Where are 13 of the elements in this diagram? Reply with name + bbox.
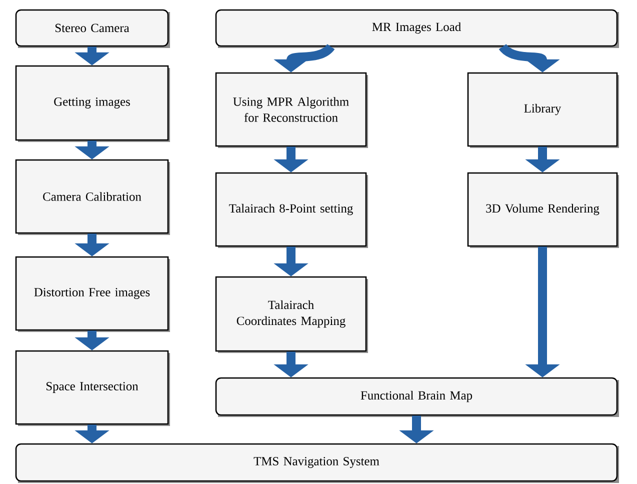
process-box: Talairach 8-Point setting xyxy=(215,172,368,248)
process-box: TMS Navigation System xyxy=(15,443,619,483)
process-box: MR Images Load xyxy=(215,9,619,48)
process-box: Getting images xyxy=(15,65,170,142)
process-box: Library xyxy=(467,72,619,148)
process-box: Stereo Camera xyxy=(15,9,170,48)
process-box: Distortion Free images xyxy=(15,256,170,332)
process-box: Using MPR Algorithm for Reconstruction xyxy=(215,72,368,148)
process-box: Space Intersection xyxy=(15,350,170,426)
process-box: Talairach Coordinates Mapping xyxy=(215,276,368,353)
process-box: Camera Calibration xyxy=(15,159,170,235)
process-box: 3D Volume Rendering xyxy=(467,172,619,248)
process-box: Functional Brain Map xyxy=(215,377,619,417)
